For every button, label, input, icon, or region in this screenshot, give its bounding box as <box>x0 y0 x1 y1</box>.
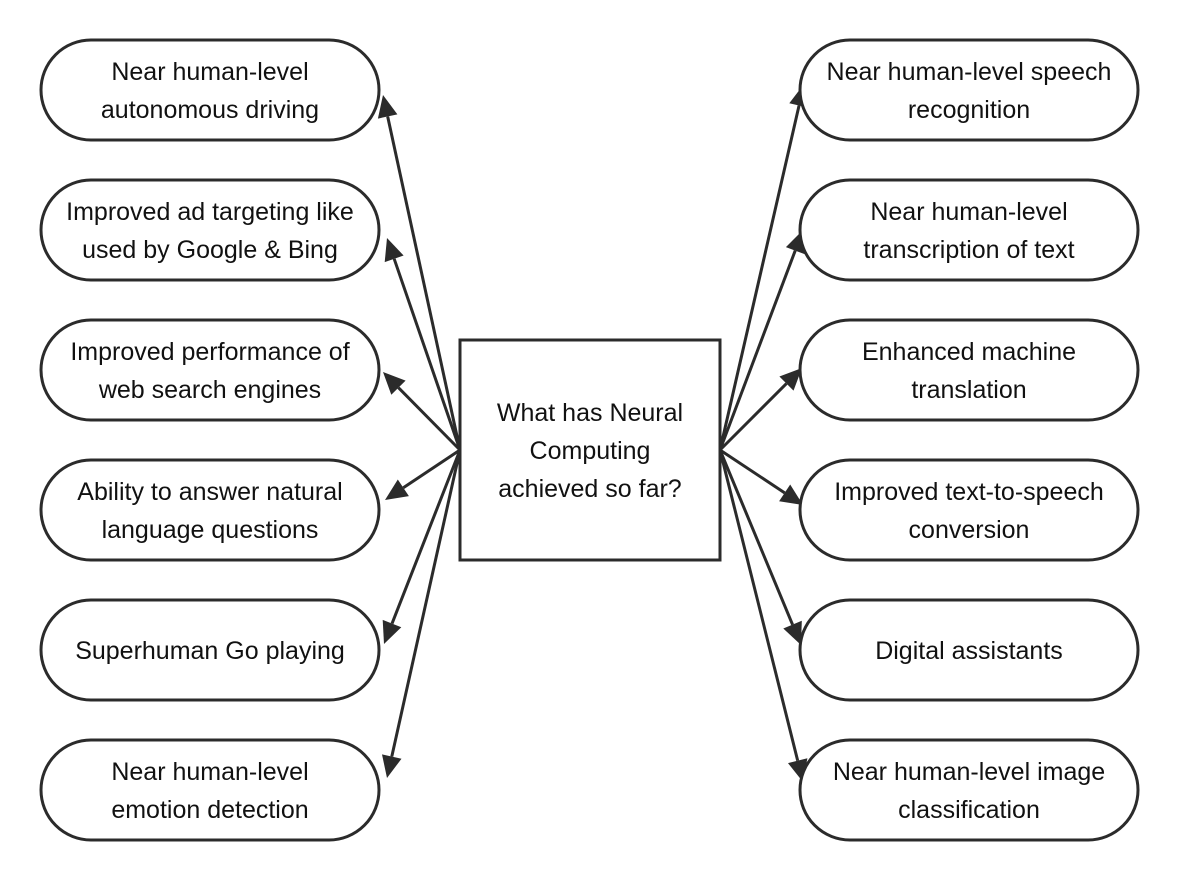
left-node-4-text-line-2: language questions <box>102 516 319 544</box>
right-node-3-text-line-1: Enhanced machine <box>862 338 1076 366</box>
right-node-6-text-line-1: Near human-level image <box>833 758 1105 786</box>
right-node-5: Digital assistants <box>798 598 1140 702</box>
center-node-text-line-2: Computing <box>530 437 651 465</box>
center-node-text-line-3: achieved so far? <box>498 475 681 503</box>
right-node-4-text-line-2: conversion <box>909 516 1030 544</box>
arrow-left-6 <box>382 449 462 778</box>
left-node-1-text-line-2: autonomous driving <box>101 96 319 124</box>
right-node-2-text-line-2: transcription of text <box>863 236 1074 264</box>
right-node-3: Enhanced machine translation <box>798 318 1140 422</box>
edges-layer <box>377 84 809 782</box>
arrow-left-3 <box>383 372 462 452</box>
right-node-1: Near human-level speech recognition <box>798 38 1140 142</box>
right-node-6-text-line-2: classification <box>898 796 1040 824</box>
arrow-right-3 <box>718 368 802 452</box>
right-node-2: Near human-level transcription of text <box>798 178 1140 282</box>
right-node-3-text-line-2: translation <box>911 376 1026 404</box>
right-node-1-text-line-1: Near human-level speech <box>827 58 1112 86</box>
right-node-2-text-line-1: Near human-level <box>870 198 1067 226</box>
arrow-left-4 <box>385 448 461 500</box>
left-node-3: Improved performance of web search engine… <box>39 318 381 422</box>
right-node-1-text-line-2: recognition <box>908 96 1030 124</box>
right-node-5-text-line-1: Digital assistants <box>875 637 1063 665</box>
left-node-5: Superhuman Go playing <box>39 598 381 702</box>
arrow-right-5 <box>718 449 802 645</box>
left-node-2-text-line-1: Improved ad targeting like <box>66 198 354 226</box>
arrow-right-1 <box>718 84 809 451</box>
left-node-3-text-line-1: Improved performance of <box>70 338 349 366</box>
left-node-1: Near human-level autonomous driving <box>39 38 381 142</box>
left-node-6-text-line-2: emotion detection <box>111 796 308 824</box>
left-node-3-text-line-2: web search engines <box>98 376 321 404</box>
left-node-5-text-line-1: Superhuman Go playing <box>75 637 345 665</box>
left-node-6: Near human-level emotion detection <box>39 738 381 842</box>
arrow-left-2 <box>384 238 462 451</box>
left-node-4-text-line-1: Ability to answer natural <box>77 478 342 506</box>
arrow-left-5 <box>382 449 462 644</box>
arrow-left-1 <box>377 95 462 451</box>
left-node-1-text-line-1: Near human-level <box>111 58 308 86</box>
center-node-text-line-1: What has Neural <box>497 399 683 427</box>
left-node-4: Ability to answer natural language questi… <box>39 458 381 562</box>
left-node-6-text-line-1: Near human-level <box>111 758 308 786</box>
arrow-right-4 <box>719 448 803 505</box>
right-node-4-text-line-1: Improved text-to-speech <box>834 478 1104 506</box>
right-node-4: Improved text-to-speech conversion <box>798 458 1140 562</box>
right-node-6: Near human-level image classification <box>798 738 1140 842</box>
left-node-2: Improved ad targeting like used by Google… <box>39 178 381 282</box>
left-node-2-text-line-2: used by Google & Bing <box>82 236 338 264</box>
